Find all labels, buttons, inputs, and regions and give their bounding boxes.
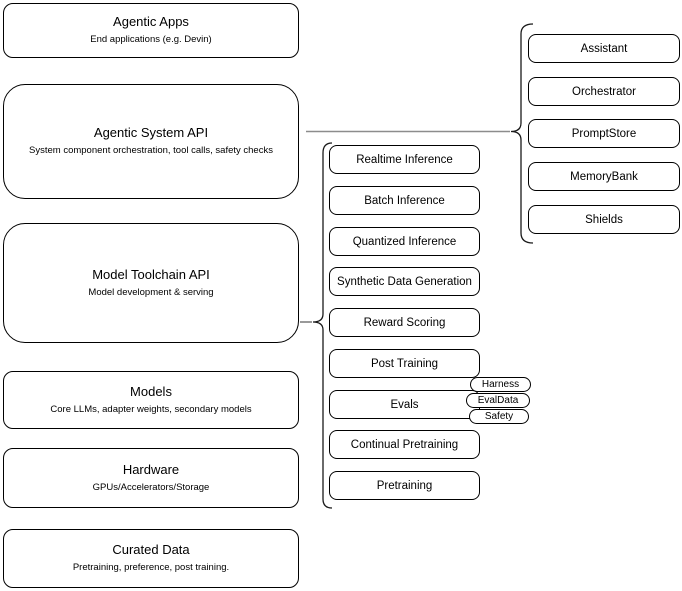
node-batch-inference: Batch Inference <box>329 186 480 215</box>
node-title: Curated Data <box>112 542 190 558</box>
node-subtitle: Model development & serving <box>88 286 214 298</box>
node-title: Models <box>130 383 172 399</box>
node-evals: Evals <box>329 390 480 419</box>
node-subtitle: System component orchestration, tool cal… <box>29 145 273 157</box>
node-subtitle: Pretraining, preference, post training. <box>72 562 230 574</box>
node-assistant: Assistant <box>528 34 680 63</box>
node-promptstore: PromptStore <box>528 119 680 148</box>
node-agentic-apps: Agentic Apps End applications (e.g. Devi… <box>3 3 299 58</box>
node-subtitle: End applications (e.g. Devin) <box>90 34 212 46</box>
node-continual-pretraining: Continual Pretraining <box>329 430 480 459</box>
node-quantized-inference: Quantized Inference <box>329 227 480 256</box>
node-title: Agentic Apps <box>113 14 189 30</box>
node-title: Hardware <box>122 461 180 477</box>
node-orchestrator: Orchestrator <box>528 77 680 106</box>
node-eval-tag-safety: Safety <box>469 409 529 424</box>
node-post-training: Post Training <box>329 349 480 378</box>
node-memorybank: MemoryBank <box>528 162 680 191</box>
node-realtime-inference: Realtime Inference <box>329 145 480 174</box>
node-subtitle: GPUs/Accelerators/Storage <box>92 481 210 493</box>
node-synthetic-data-generation: Synthetic Data Generation <box>329 267 480 296</box>
node-reward-scoring: Reward Scoring <box>329 308 480 337</box>
node-models: Models Core LLMs, adapter weights, secon… <box>3 371 299 429</box>
node-shields: Shields <box>528 205 680 234</box>
node-title: Agentic System API <box>93 125 209 141</box>
node-pretraining: Pretraining <box>329 471 480 500</box>
node-agentic-system-api: Agentic System API System component orch… <box>3 84 299 199</box>
node-model-toolchain-api: Model Toolchain API Model development & … <box>3 223 299 343</box>
node-hardware: Hardware GPUs/Accelerators/Storage <box>3 448 299 508</box>
node-eval-tag-harness: Harness <box>470 377 531 392</box>
node-curated-data: Curated Data Pretraining, preference, po… <box>3 529 299 588</box>
node-title: Model Toolchain API <box>92 266 210 282</box>
node-subtitle: Core LLMs, adapter weights, secondary mo… <box>50 403 252 415</box>
node-eval-tag-evaldata: EvalData <box>466 393 530 408</box>
